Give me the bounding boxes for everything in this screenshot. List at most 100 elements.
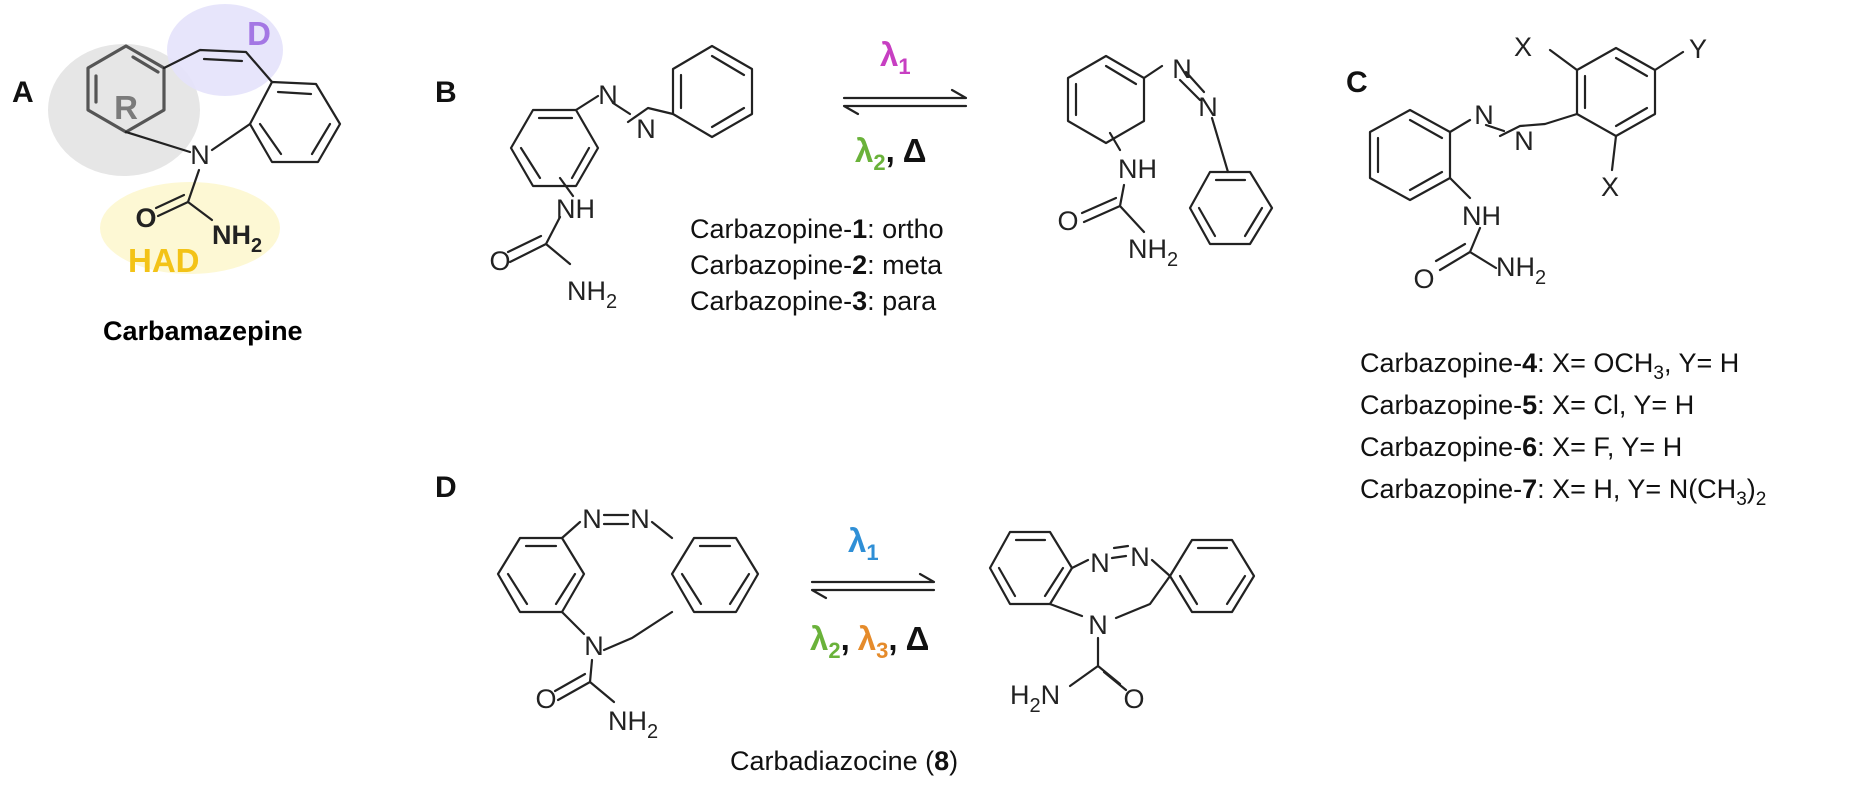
urea-bonds	[156, 168, 214, 222]
cis-azo-n2: N	[1198, 92, 1218, 122]
cis-azobenzene-urea: N N NH O NH2	[1057, 54, 1274, 271]
d-comma-1: ,	[841, 620, 850, 657]
panel-b-label: B	[435, 76, 457, 109]
d1-bridge-bonds	[560, 610, 674, 652]
trans-nh: NH	[556, 194, 595, 224]
cis-left-ring-inner	[1074, 64, 1138, 117]
c-left-ring-inner	[1376, 118, 1444, 192]
cis-azo-n1: N	[1172, 54, 1192, 84]
compound-6-label: Carbazopine-6: X= F, Y= H	[1360, 432, 1682, 462]
panel-b: B N N NH O NH2 λ1 λ2,Δ	[435, 36, 1274, 316]
carbadiazocine-caption: Carbadiazocine (8)	[730, 746, 958, 776]
panel-d-label: D	[435, 471, 457, 504]
d1-carbonyl-double	[553, 672, 587, 693]
carbamazepine-o-atom: O	[135, 203, 156, 233]
trans-urea-bonds	[508, 176, 575, 266]
panel-a-label: A	[12, 76, 34, 109]
cis-carbonyl-double	[1080, 196, 1118, 215]
trans-nh2: NH2	[567, 276, 617, 313]
panel-d: D N N N O NH2 λ1 λ2,λ3,Δ	[435, 471, 1256, 776]
panel-c-label: C	[1346, 66, 1368, 99]
trans-azo-double	[611, 101, 632, 116]
compound-2-label: Carbazopine-2: meta	[690, 250, 943, 280]
d1-nh2-text: NH	[608, 706, 647, 736]
d2-right-ring-inner	[1178, 546, 1247, 606]
d-reverse-arrow	[810, 588, 936, 600]
d-conditions: λ2,λ3,Δ	[810, 620, 929, 663]
d1-urea-bonds	[556, 658, 616, 704]
photoswitch-arrows-b: λ1 λ2,Δ	[842, 36, 968, 175]
c-x-top: X	[1514, 32, 1532, 62]
c-o: O	[1413, 264, 1434, 294]
carbamazepine-caption: Carbamazepine	[103, 316, 303, 346]
d1-nh2: NH2	[608, 706, 658, 743]
c-azo-n2: N	[1514, 126, 1534, 156]
d1-nh2-sub: 2	[647, 721, 658, 743]
c-y-substituent: Y	[1689, 34, 1707, 64]
nh2-text: NH	[212, 220, 251, 250]
b-delta: Δ	[903, 132, 927, 169]
d2-bridge-bonds	[1048, 574, 1172, 620]
d-lambda3-sub: 3	[876, 638, 888, 663]
compound-1-label: Carbazopine-1: ortho	[690, 214, 944, 244]
d-delta: Δ	[906, 620, 930, 657]
trans-right-ring-inner	[679, 54, 746, 129]
nh2-subscript: 2	[251, 235, 262, 257]
cis-azo-bonds	[1142, 64, 1230, 174]
cis-right-ring	[1188, 170, 1274, 246]
d1-azo-double	[602, 513, 630, 526]
trans-o: O	[489, 246, 510, 276]
b-lambda2: λ	[855, 132, 873, 169]
cis-right-ring-inner	[1197, 178, 1264, 238]
d1-n2: N	[630, 504, 650, 534]
c-nh2: NH2	[1496, 252, 1546, 289]
cis-nh2-text: NH	[1128, 234, 1167, 264]
c-azo-double	[1484, 123, 1506, 133]
c-nh2-text: NH	[1496, 252, 1535, 282]
d2-left-ring-inner	[997, 538, 1065, 598]
compound-5-label: Carbazopine-5: X= Cl, Y= H	[1360, 390, 1694, 420]
d2-azo-bonds	[1070, 554, 1172, 578]
trans-right-ring	[671, 44, 754, 139]
d1-n3: N	[584, 631, 604, 661]
d2-o: O	[1123, 684, 1144, 714]
n-bonds	[124, 122, 252, 154]
b-comma: ,	[886, 132, 895, 169]
c-compound-list: Carbazopine-4: X= OCH3, Y= H Carbazopine…	[1360, 348, 1766, 510]
had-region-highlight	[100, 182, 280, 274]
diazocine-trans: N N N H2N O	[988, 530, 1256, 717]
panel-c: C X Y X N N NH O NH2 Carbazopine-4: X= O…	[1346, 32, 1766, 510]
ring-r-inner-bonds	[94, 55, 160, 104]
had-label: HAD	[128, 242, 200, 279]
ring-r-outline	[86, 44, 166, 134]
cis-nh2: NH2	[1128, 234, 1178, 271]
d1-right-ring	[670, 536, 760, 614]
c-left-ring	[1368, 108, 1452, 202]
trans-azo-bonds	[574, 94, 675, 124]
cis-nh: NH	[1118, 154, 1157, 184]
d2-h2n: H2N	[1010, 680, 1060, 717]
diazocine-cis: N N N O NH2	[496, 504, 760, 743]
ring-right-inner-bonds	[258, 90, 332, 156]
d2-azo-double	[1112, 544, 1130, 550]
d1-azo-bonds	[560, 520, 674, 540]
c-x-bottom: X	[1601, 172, 1619, 202]
reverse-arrow	[842, 104, 968, 116]
alkene-double-bond	[202, 57, 244, 63]
d-forward-arrow	[810, 572, 936, 584]
b-lambda1-sub: 1	[898, 54, 910, 79]
c-azo-bonds	[1448, 112, 1579, 138]
carbamazepine-nh2-atom: NH2	[212, 220, 262, 257]
carbamazepine-n-atom: N	[190, 140, 210, 170]
ring-r-label: R	[114, 89, 138, 126]
b-lambda2-sub: 2	[873, 150, 885, 175]
d2-h2n-n: N	[1041, 680, 1061, 710]
compound-7-label: Carbazopine-7: X= H, Y= N(CH3)2	[1360, 474, 1766, 510]
trans-nh2-sub: 2	[606, 291, 617, 313]
b-lambda1-text: λ	[880, 36, 898, 73]
d-lambda2-sub: 2	[828, 638, 840, 663]
trans-azo-n2: N	[636, 114, 656, 144]
trans-azobenzene-urea: N N NH O NH2	[489, 44, 754, 313]
